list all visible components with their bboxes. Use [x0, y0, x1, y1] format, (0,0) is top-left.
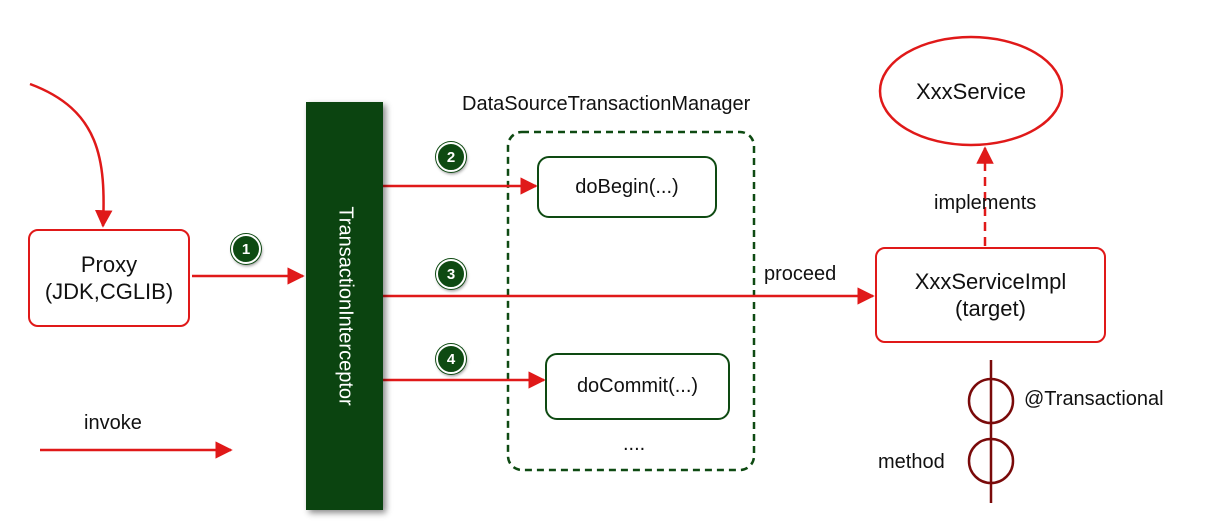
- xxx-service-ellipse: [878, 35, 1064, 147]
- step-1-badge: 1: [231, 234, 261, 264]
- proceed-label: proceed: [764, 263, 837, 285]
- implements-label: implements: [934, 192, 1037, 214]
- do-commit-box: doCommit(...): [545, 353, 730, 420]
- method-ring-icon: [967, 437, 1015, 485]
- interceptor-label: TransactionInterceptor: [334, 206, 356, 406]
- transactional-ring-icon: [967, 377, 1015, 425]
- invoke-legend-label: invoke: [84, 412, 142, 434]
- method-label: method: [878, 451, 945, 473]
- transactional-label: @Transactional: [1024, 388, 1164, 410]
- manager-frame: [506, 130, 756, 472]
- proxy-label: Proxy: [80, 252, 138, 277]
- xxx-service-impl-box: XxxServiceImpl (target): [875, 247, 1106, 343]
- manager-title: DataSourceTransactionManager: [462, 93, 751, 115]
- proxy-box: Proxy (JDK,CGLIB): [28, 229, 190, 327]
- target-label: (target): [955, 296, 1026, 321]
- step-3-badge: 3: [436, 259, 466, 289]
- step-2-badge: 2: [436, 142, 466, 172]
- do-commit-label: doCommit(...): [576, 375, 699, 397]
- step-4-badge: 4: [436, 344, 466, 374]
- xxx-service-impl-label: XxxServiceImpl: [914, 269, 1067, 294]
- entry-arrow: [29, 82, 113, 228]
- proxy-sublabel: (JDK,CGLIB): [44, 279, 174, 304]
- do-begin-label: doBegin(...): [575, 175, 679, 198]
- xxx-service-label: XxxService: [915, 79, 1027, 104]
- more-methods-ellipsis: ....: [623, 433, 646, 455]
- transaction-interceptor-bar: TransactionInterceptor: [306, 102, 383, 510]
- do-begin-box: doBegin(...): [537, 156, 717, 218]
